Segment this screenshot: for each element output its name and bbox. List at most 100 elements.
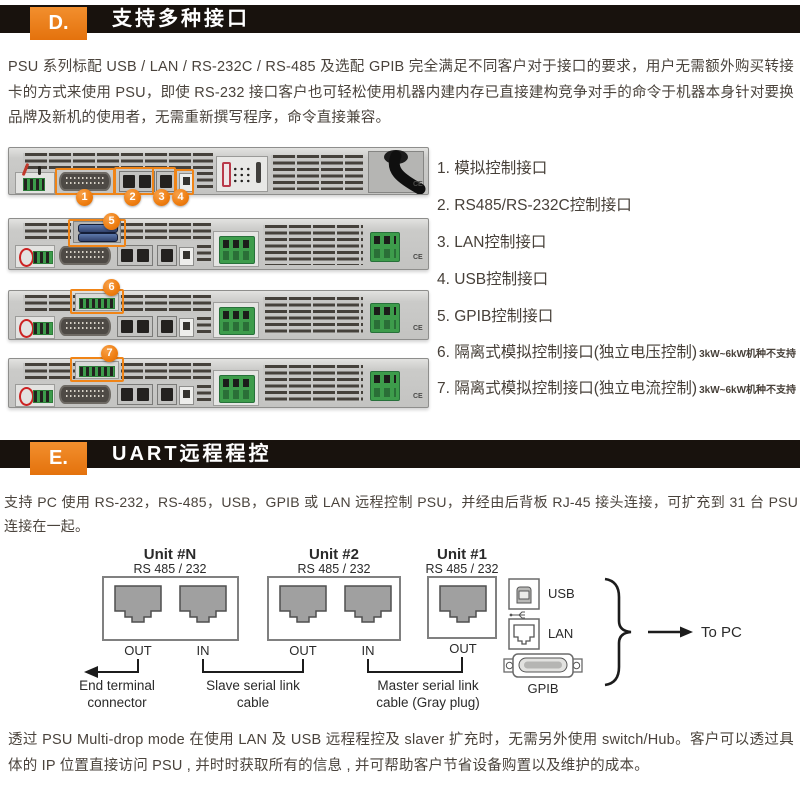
unit-1-bus: RS 485 / 232	[426, 562, 499, 576]
unit-1-title: Unit #1	[437, 546, 487, 563]
sense-terminal-plate	[15, 384, 55, 407]
usb-b-port	[179, 247, 194, 266]
section-e-title: UART远程程控	[112, 443, 272, 465]
vent-grille	[263, 225, 363, 265]
sense-terminal	[23, 178, 45, 191]
rear-panel-1: CE	[8, 147, 429, 195]
sense-terminal-plate	[15, 162, 55, 194]
usb-b-port	[179, 386, 194, 405]
unit-2-out: OUT	[289, 643, 317, 658]
rs485-rj45-ports	[117, 384, 153, 405]
ac-power-cable	[384, 150, 426, 194]
callout-1: 1	[76, 189, 93, 206]
right-arrowhead	[680, 626, 693, 638]
rs485-rj45-ports	[117, 245, 153, 266]
list-item: 7. 隔离式模拟控制接口(独立电流控制)3kW~6kW机种不支持	[437, 380, 797, 397]
red-marking	[19, 387, 34, 406]
isolated-analog-connector	[75, 293, 119, 311]
unit-2-bus: RS 485 / 232	[298, 562, 371, 576]
section-e-header: E. UART远程程控	[0, 440, 800, 475]
gpib-icon	[503, 653, 583, 678]
unit-n-in: IN	[197, 643, 210, 658]
vent-grille	[263, 297, 363, 335]
lan-icon	[508, 618, 540, 650]
sense-terminal	[33, 390, 53, 403]
sense-terminal	[33, 251, 53, 264]
end-terminal-label-1: End terminal	[79, 678, 155, 693]
slave-label-1: Slave serial link	[206, 678, 300, 693]
usb-b-port	[179, 318, 194, 337]
vent-grille	[263, 365, 363, 403]
sense-terminal-plate	[15, 316, 55, 339]
dc-output-plate	[213, 370, 259, 406]
analog-db25-connector	[59, 246, 111, 265]
rear-panel-4: CE	[8, 358, 429, 408]
ce-mark: CE	[413, 325, 423, 332]
rear-panel-2: CE	[8, 218, 429, 270]
callout-box-7	[70, 357, 124, 382]
ac-input-terminal	[370, 371, 400, 401]
lan-rj45-port	[157, 384, 177, 405]
callout-4: 4	[172, 189, 189, 206]
ce-mark: CE	[413, 393, 423, 400]
unit-1-out: OUT	[449, 641, 477, 656]
to-pc-label: To PC	[701, 624, 742, 641]
lan-rj45-port	[157, 245, 177, 266]
usb-label: USB	[548, 586, 575, 601]
analog-db25-connector	[59, 385, 111, 404]
callout-5: 5	[103, 213, 120, 230]
lan-label: LAN	[548, 626, 573, 641]
isolated-analog-connector	[75, 361, 119, 379]
daisy-chain-diagram: Unit #N RS 485 / 232 Unit #2 RS 485 / 23…	[79, 546, 742, 710]
sense-terminal	[33, 322, 53, 335]
dc-output-plate	[213, 302, 259, 338]
vent-grille	[195, 245, 211, 263]
callout-box-5	[68, 219, 126, 247]
callout-2: 2	[124, 189, 141, 206]
callout-box-6	[70, 289, 124, 314]
ac-input-terminal	[370, 303, 400, 333]
slave-label-2: cable	[237, 695, 269, 710]
option-card-slot	[216, 156, 268, 192]
interface-list: 1. 模拟控制接口 2. RS485/RS-232C控制接口 3. LAN控制接…	[437, 156, 797, 406]
intro-paragraph: PSU 系列标配 USB / LAN / RS-232C / RS-485 及选…	[8, 59, 794, 126]
slave-link-line	[202, 659, 304, 673]
callout-7: 7	[101, 345, 118, 362]
end-terminal-line	[97, 659, 139, 673]
section-e-tab: E.	[30, 442, 87, 475]
list-item: 3. LAN控制接口	[437, 234, 547, 251]
black-wire	[38, 166, 41, 175]
terminal-strip	[79, 298, 115, 309]
master-label-1: Master serial link	[377, 678, 479, 693]
section-d-header: D. 支持多种接口	[0, 5, 800, 40]
vent-grille	[195, 172, 213, 190]
section-d-title: 支持多种接口	[112, 8, 250, 30]
unit-n-bus: RS 485 / 232	[134, 562, 207, 576]
red-marking	[19, 319, 34, 338]
terminal-strip	[79, 366, 115, 377]
unit-2-title: Unit #2	[309, 546, 359, 563]
sense-terminal-plate	[15, 245, 55, 268]
red-marking	[19, 248, 34, 267]
callout-3: 3	[153, 189, 170, 206]
vent-grille	[195, 317, 211, 335]
dc-output-terminal	[219, 236, 255, 264]
end-terminal-label-2: connector	[87, 695, 147, 710]
unit-n-out: OUT	[124, 643, 152, 658]
rj45-jacks	[114, 585, 487, 623]
ce-mark: CE	[413, 181, 423, 188]
unit-2-in: IN	[362, 643, 375, 658]
analog-db25-connector	[59, 317, 111, 336]
multidrop-paragraph: 透过 PSU Multi-drop mode 在使用 LAN 及 USB 远程程…	[8, 732, 794, 774]
vent-grille	[195, 385, 211, 403]
rear-panel-3: CE	[8, 290, 429, 340]
gpib-connector	[78, 224, 118, 233]
curly-brace	[604, 577, 632, 687]
uart-paragraph: 支持 PC 使用 RS-232，RS-485，USB，GPIB 或 LAN 远程…	[4, 494, 798, 534]
dc-output-plate	[213, 231, 259, 267]
left-arrowhead	[84, 666, 98, 678]
list-item: 1. 模拟控制接口	[437, 160, 548, 177]
vent-grille	[271, 155, 363, 190]
list-item: 4. USB控制接口	[437, 271, 549, 288]
